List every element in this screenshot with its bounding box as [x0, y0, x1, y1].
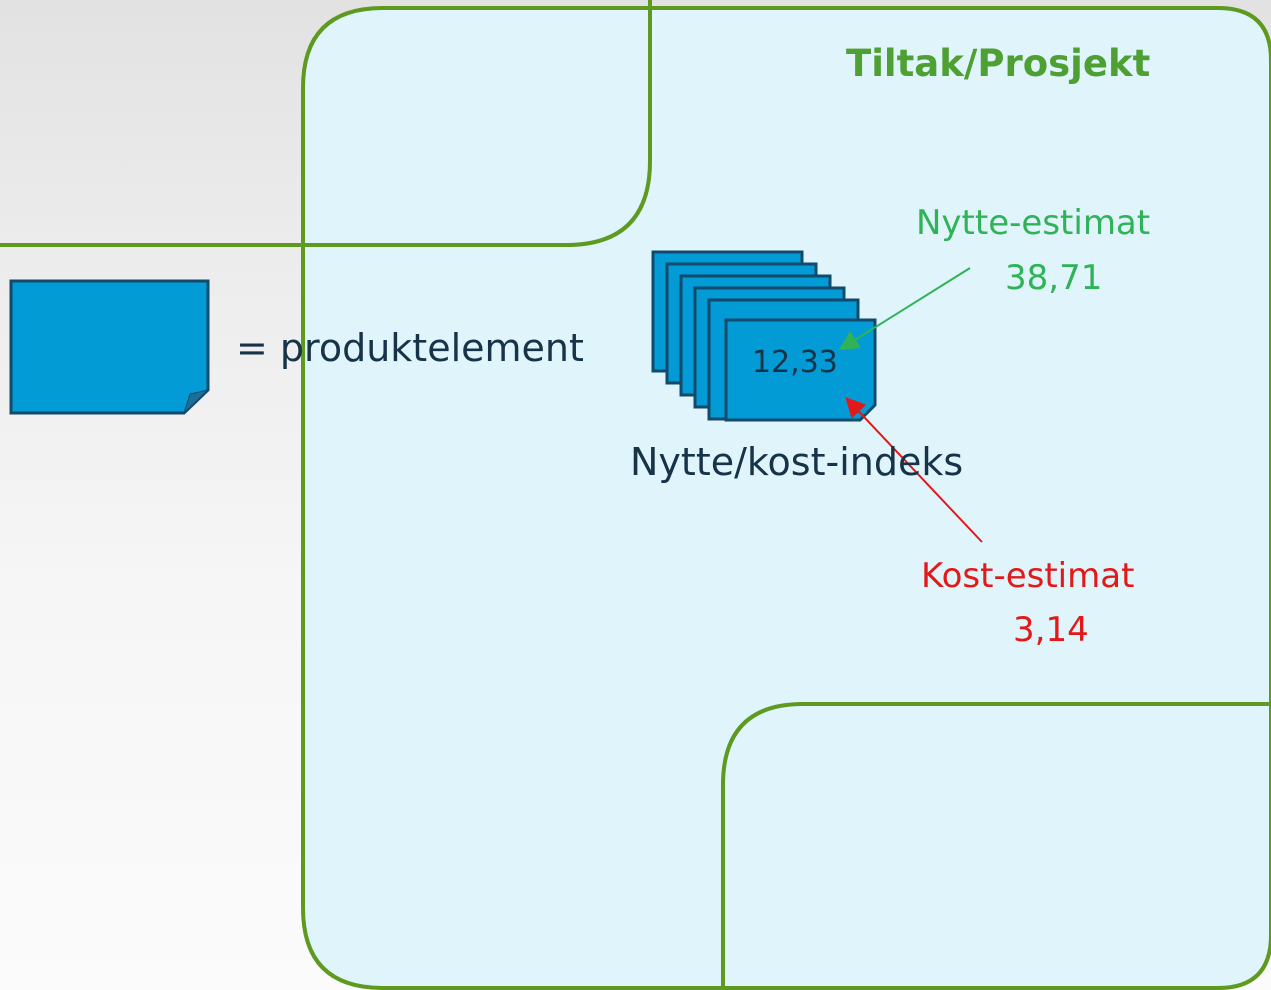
- benefit-estimate-label: Nytte-estimat: [916, 203, 1151, 243]
- legend-label: = produktelement: [236, 326, 584, 370]
- benefit-arrow: [838, 267, 971, 351]
- project-title: Tiltak/Prosjekt: [846, 42, 1151, 85]
- product-element-stack: [651, 250, 877, 422]
- upper-left-quadrant-border: [0, 0, 652, 247]
- front-card: [724, 318, 877, 422]
- legend-fold-corner: [183, 389, 210, 414]
- cost-estimate-label: Kost-estimat: [921, 556, 1135, 596]
- cost-arrow: [845, 397, 983, 543]
- lower-right-quadrant-border: [721, 702, 1271, 990]
- cost-estimate-value: 3,14: [1013, 610, 1089, 650]
- legend-product-element-icon: [9, 279, 210, 415]
- index-value: 12,33: [752, 345, 838, 380]
- index-caption: Nytte/kost-indeks: [630, 440, 964, 484]
- project-region: [301, 6, 1271, 990]
- benefit-estimate-value: 38,71: [1005, 258, 1103, 298]
